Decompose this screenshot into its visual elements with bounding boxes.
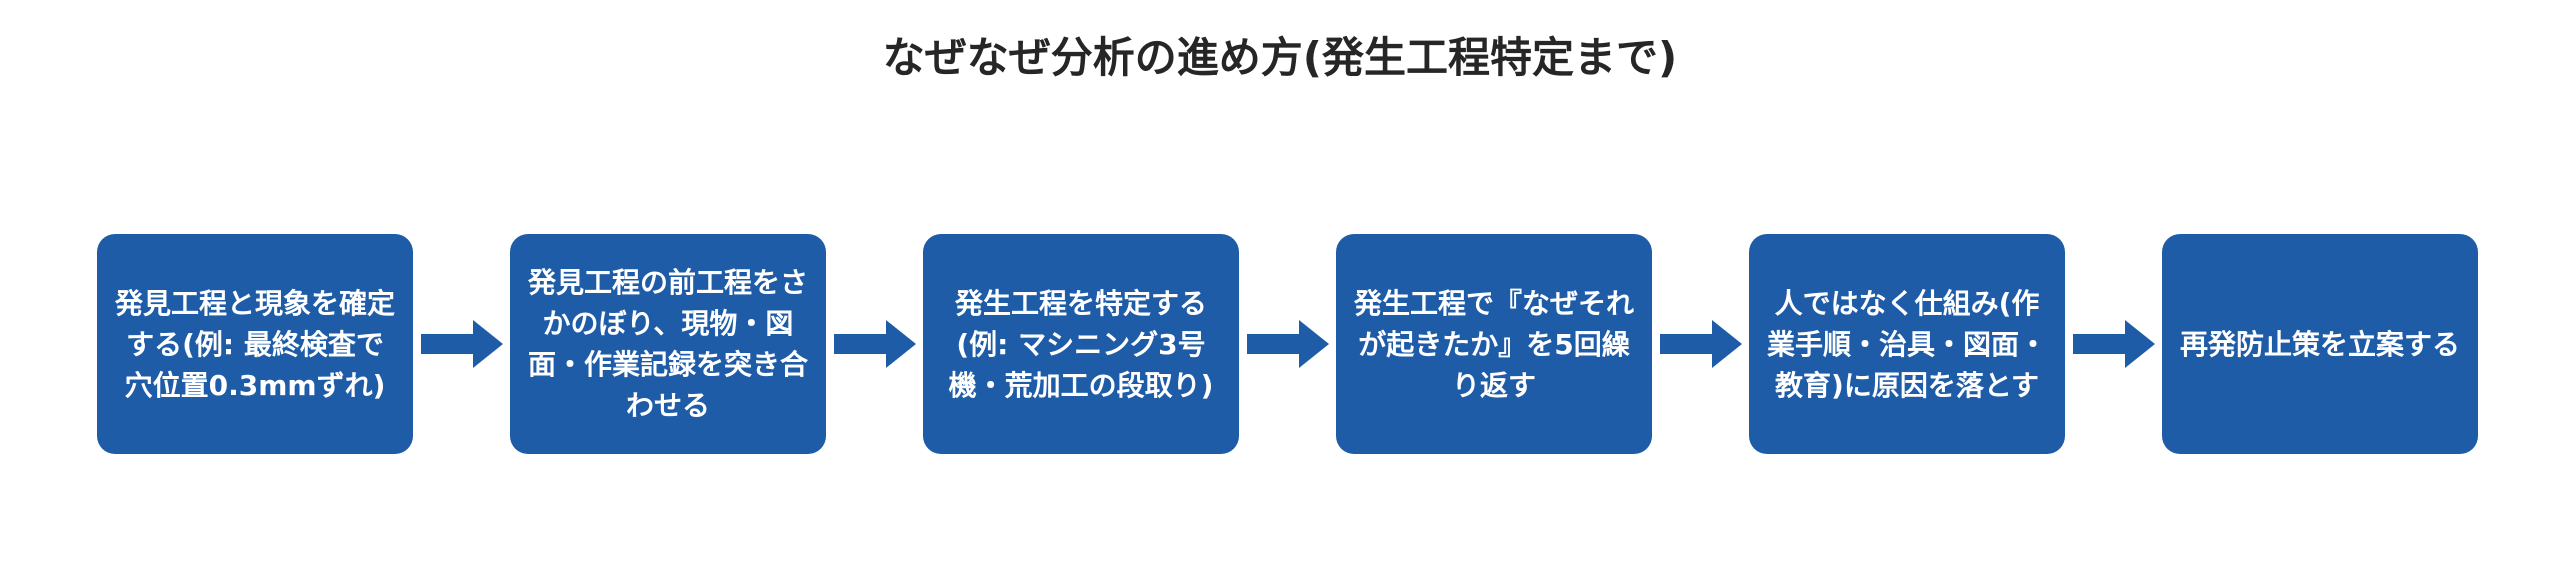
right-arrow-icon [1247,320,1329,368]
step-box-6: 再発防止策を立案する [2162,234,2478,454]
step-label-3: 発生工程を特定する(例: マシニング3号機・荒加工の段取り) [948,286,1214,402]
step-label-2: 発見工程の前工程をさかのぼり、現物・図面・作業記録を突き合わせる [528,266,809,422]
step-label-6: 再発防止策を立案する [2180,327,2461,361]
step-box-1: 発見工程と現象を確定する(例: 最終検査で穴位置0.3mmずれ) [97,234,413,454]
right-arrow-icon [834,320,916,368]
right-arrow-icon [1660,320,1742,368]
step-label-5: 人ではなく仕組み(作業手順・治具・図面・教育)に原因を落とす [1767,286,2048,402]
step-label-4: 発生工程で『なぜそれが起きたか』を5回繰り返す [1354,286,1635,402]
right-arrow-icon [421,320,503,368]
step-box-3: 発生工程を特定する(例: マシニング3号機・荒加工の段取り) [923,234,1239,454]
diagram-title: なぜなぜ分析の進め方(発生工程特定まで) [882,33,1678,82]
step-box-2: 発見工程の前工程をさかのぼり、現物・図面・作業記録を突き合わせる [510,234,826,454]
step-box-4: 発生工程で『なぜそれが起きたか』を5回繰り返す [1336,234,1652,454]
step-label-1: 発見工程と現象を確定する(例: 最終検査で穴位置0.3mmずれ) [115,286,396,402]
right-arrow-icon [2073,320,2155,368]
step-box-5: 人ではなく仕組み(作業手順・治具・図面・教育)に原因を落とす [1749,234,2065,454]
